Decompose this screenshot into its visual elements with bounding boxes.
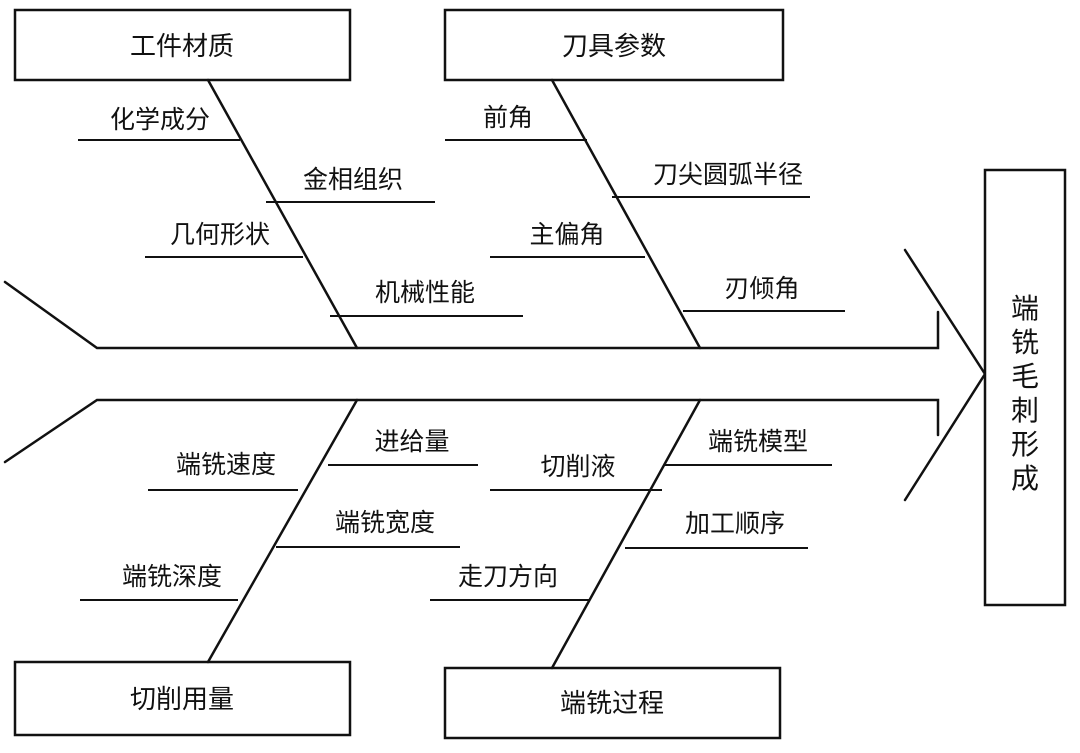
category-tool: 刀具参数 前角 刀尖圆弧半径 主偏角 刃倾角 <box>443 8 845 350</box>
cause-label: 几何形状 <box>170 220 270 249</box>
cause-label: 刃倾角 <box>724 274 799 303</box>
category-box-tool <box>443 8 785 82</box>
category-label-process: 端铣过程 <box>560 689 664 719</box>
main-bone-cutting <box>206 398 359 664</box>
effect-box: 端铣毛刺形成 <box>983 168 1067 607</box>
spine-lower-edge <box>3 398 940 464</box>
category-box-cutting <box>13 660 352 737</box>
cause-label: 前角 <box>483 103 533 132</box>
main-spine <box>3 248 987 502</box>
arrow-head <box>903 248 987 502</box>
cause-label: 进给量 <box>374 427 449 456</box>
category-box-process <box>443 666 782 740</box>
effect-label: 端铣毛刺形成 <box>1011 292 1039 495</box>
cause-label: 切削液 <box>540 452 615 481</box>
cause-label: 化学成分 <box>110 105 210 134</box>
cause-label: 端铣深度 <box>122 562 222 591</box>
category-cutting: 切削用量 进给量 端铣速度 端铣宽度 端铣深度 <box>13 398 478 737</box>
main-bone-tool <box>550 78 702 350</box>
effect-frame <box>983 168 1067 607</box>
cause-label: 端铣宽度 <box>335 508 435 537</box>
spine-upper-edge <box>3 280 940 350</box>
category-material: 工件材质 化学成分 金相组织 几何形状 机械性能 <box>13 8 523 350</box>
category-label-cutting: 切削用量 <box>130 685 234 715</box>
category-box-material <box>13 8 352 82</box>
main-bone-material <box>206 78 359 350</box>
cause-label: 刀尖圆弧半径 <box>653 160 803 189</box>
cause-label: 端铣速度 <box>176 450 276 479</box>
category-label-material: 工件材质 <box>130 32 234 62</box>
cause-label: 机械性能 <box>375 278 475 307</box>
cause-label: 金相组织 <box>303 165 403 194</box>
cause-label: 端铣模型 <box>708 427 808 456</box>
main-bone-process <box>550 398 702 670</box>
category-label-tool: 刀具参数 <box>562 32 666 62</box>
cause-label: 主偏角 <box>529 220 604 249</box>
cause-label: 加工顺序 <box>685 509 785 538</box>
cause-label: 走刀方向 <box>458 562 558 591</box>
category-process: 端铣过程 切削液 端铣模型 加工顺序 走刀方向 <box>430 398 832 740</box>
